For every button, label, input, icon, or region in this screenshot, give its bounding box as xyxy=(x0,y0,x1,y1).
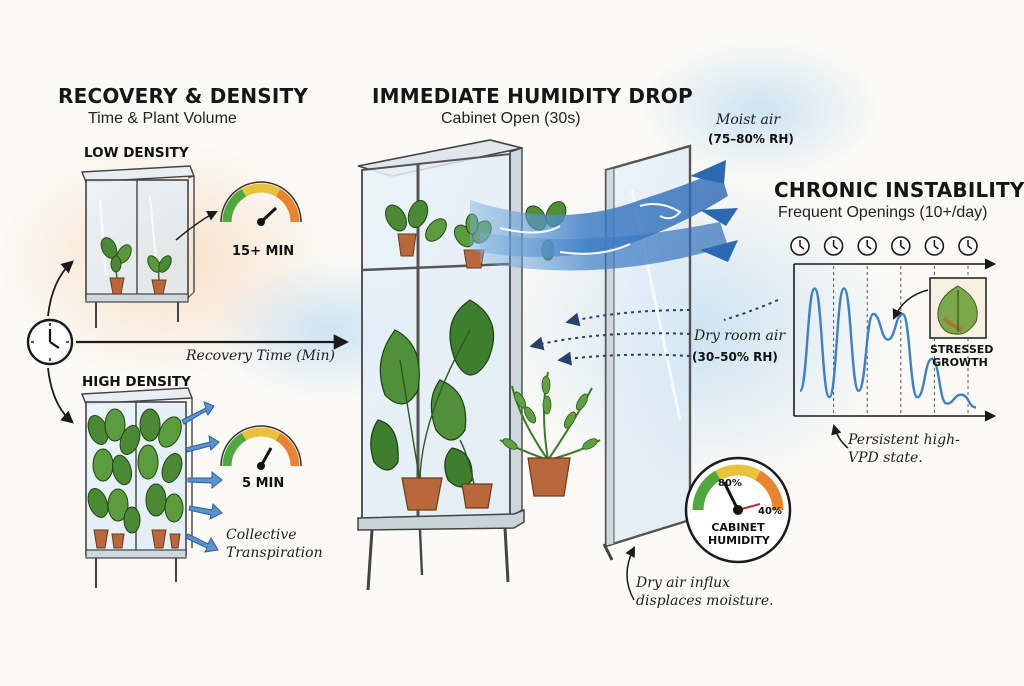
low-density-gauge xyxy=(220,181,302,226)
moist-air-label: Moist air xyxy=(716,112,781,128)
high-density-label: HIGH DENSITY xyxy=(82,374,191,390)
chronic-title: CHRONIC INSTABILITY xyxy=(774,178,1024,202)
low-density-time: 15+ MIN xyxy=(232,244,295,259)
low-density-arrow xyxy=(175,211,218,241)
low-density-cabinet xyxy=(80,165,196,328)
opening-clock-icon xyxy=(924,236,945,256)
influx-note: Dry air influx displaces moisture. xyxy=(636,575,774,609)
transpiration-note: Collective Transpiration xyxy=(226,527,323,561)
chronic-subtitle: Frequent Openings (10+/day) xyxy=(778,204,988,221)
dry-air-rh: (30–50% RH) xyxy=(692,350,778,364)
immediate-title: IMMEDIATE HUMIDITY DROP xyxy=(372,84,693,108)
opening-clock-icon xyxy=(790,236,810,256)
stressed-arrow xyxy=(892,289,929,320)
opening-clock-icon xyxy=(890,236,911,256)
persistent-note: Persistent high- VPD state. xyxy=(848,432,960,466)
clock-down-arrow xyxy=(47,367,74,424)
gauge-title: CABINET HUMIDITY xyxy=(708,521,770,547)
opening-clock-icon xyxy=(958,236,978,256)
cabinet-humidity-gauge xyxy=(684,456,792,564)
immediate-subtitle: Cabinet Open (30s) xyxy=(441,110,581,127)
stressed-leaf-icon xyxy=(929,277,987,339)
humidity-series-line xyxy=(798,287,977,409)
stressed-label: STRESSED GROWTH xyxy=(930,343,994,369)
opening-clock-icon xyxy=(823,236,844,256)
recovery-title: RECOVERY & DENSITY xyxy=(58,84,309,108)
dry-air-arrows xyxy=(529,299,779,366)
clock-up-arrow xyxy=(47,260,74,317)
influx-arrow xyxy=(625,546,635,601)
blue-wash-top xyxy=(640,40,880,180)
recovery-subtitle: Time & Plant Volume xyxy=(88,110,237,127)
high-density-cabinet xyxy=(80,387,194,588)
moist-air-stream xyxy=(470,160,738,271)
instability-chart xyxy=(790,236,997,422)
clock-icon xyxy=(26,318,74,366)
persistent-arrow xyxy=(831,423,849,449)
moist-air-rh: (75–80% RH) xyxy=(708,132,794,146)
low-density-label: LOW DENSITY xyxy=(84,145,189,161)
gauge-low-value: 40% xyxy=(758,506,782,517)
dry-air-label: Dry room air xyxy=(694,328,786,344)
high-density-time: 5 MIN xyxy=(242,476,285,491)
transpiration-arrows xyxy=(181,401,223,553)
gauge-high-value: 80% xyxy=(718,478,742,489)
recovery-axis-label: Recovery Time (Min) xyxy=(186,348,335,364)
high-density-gauge xyxy=(220,425,302,470)
opening-clock-icon xyxy=(857,236,878,256)
